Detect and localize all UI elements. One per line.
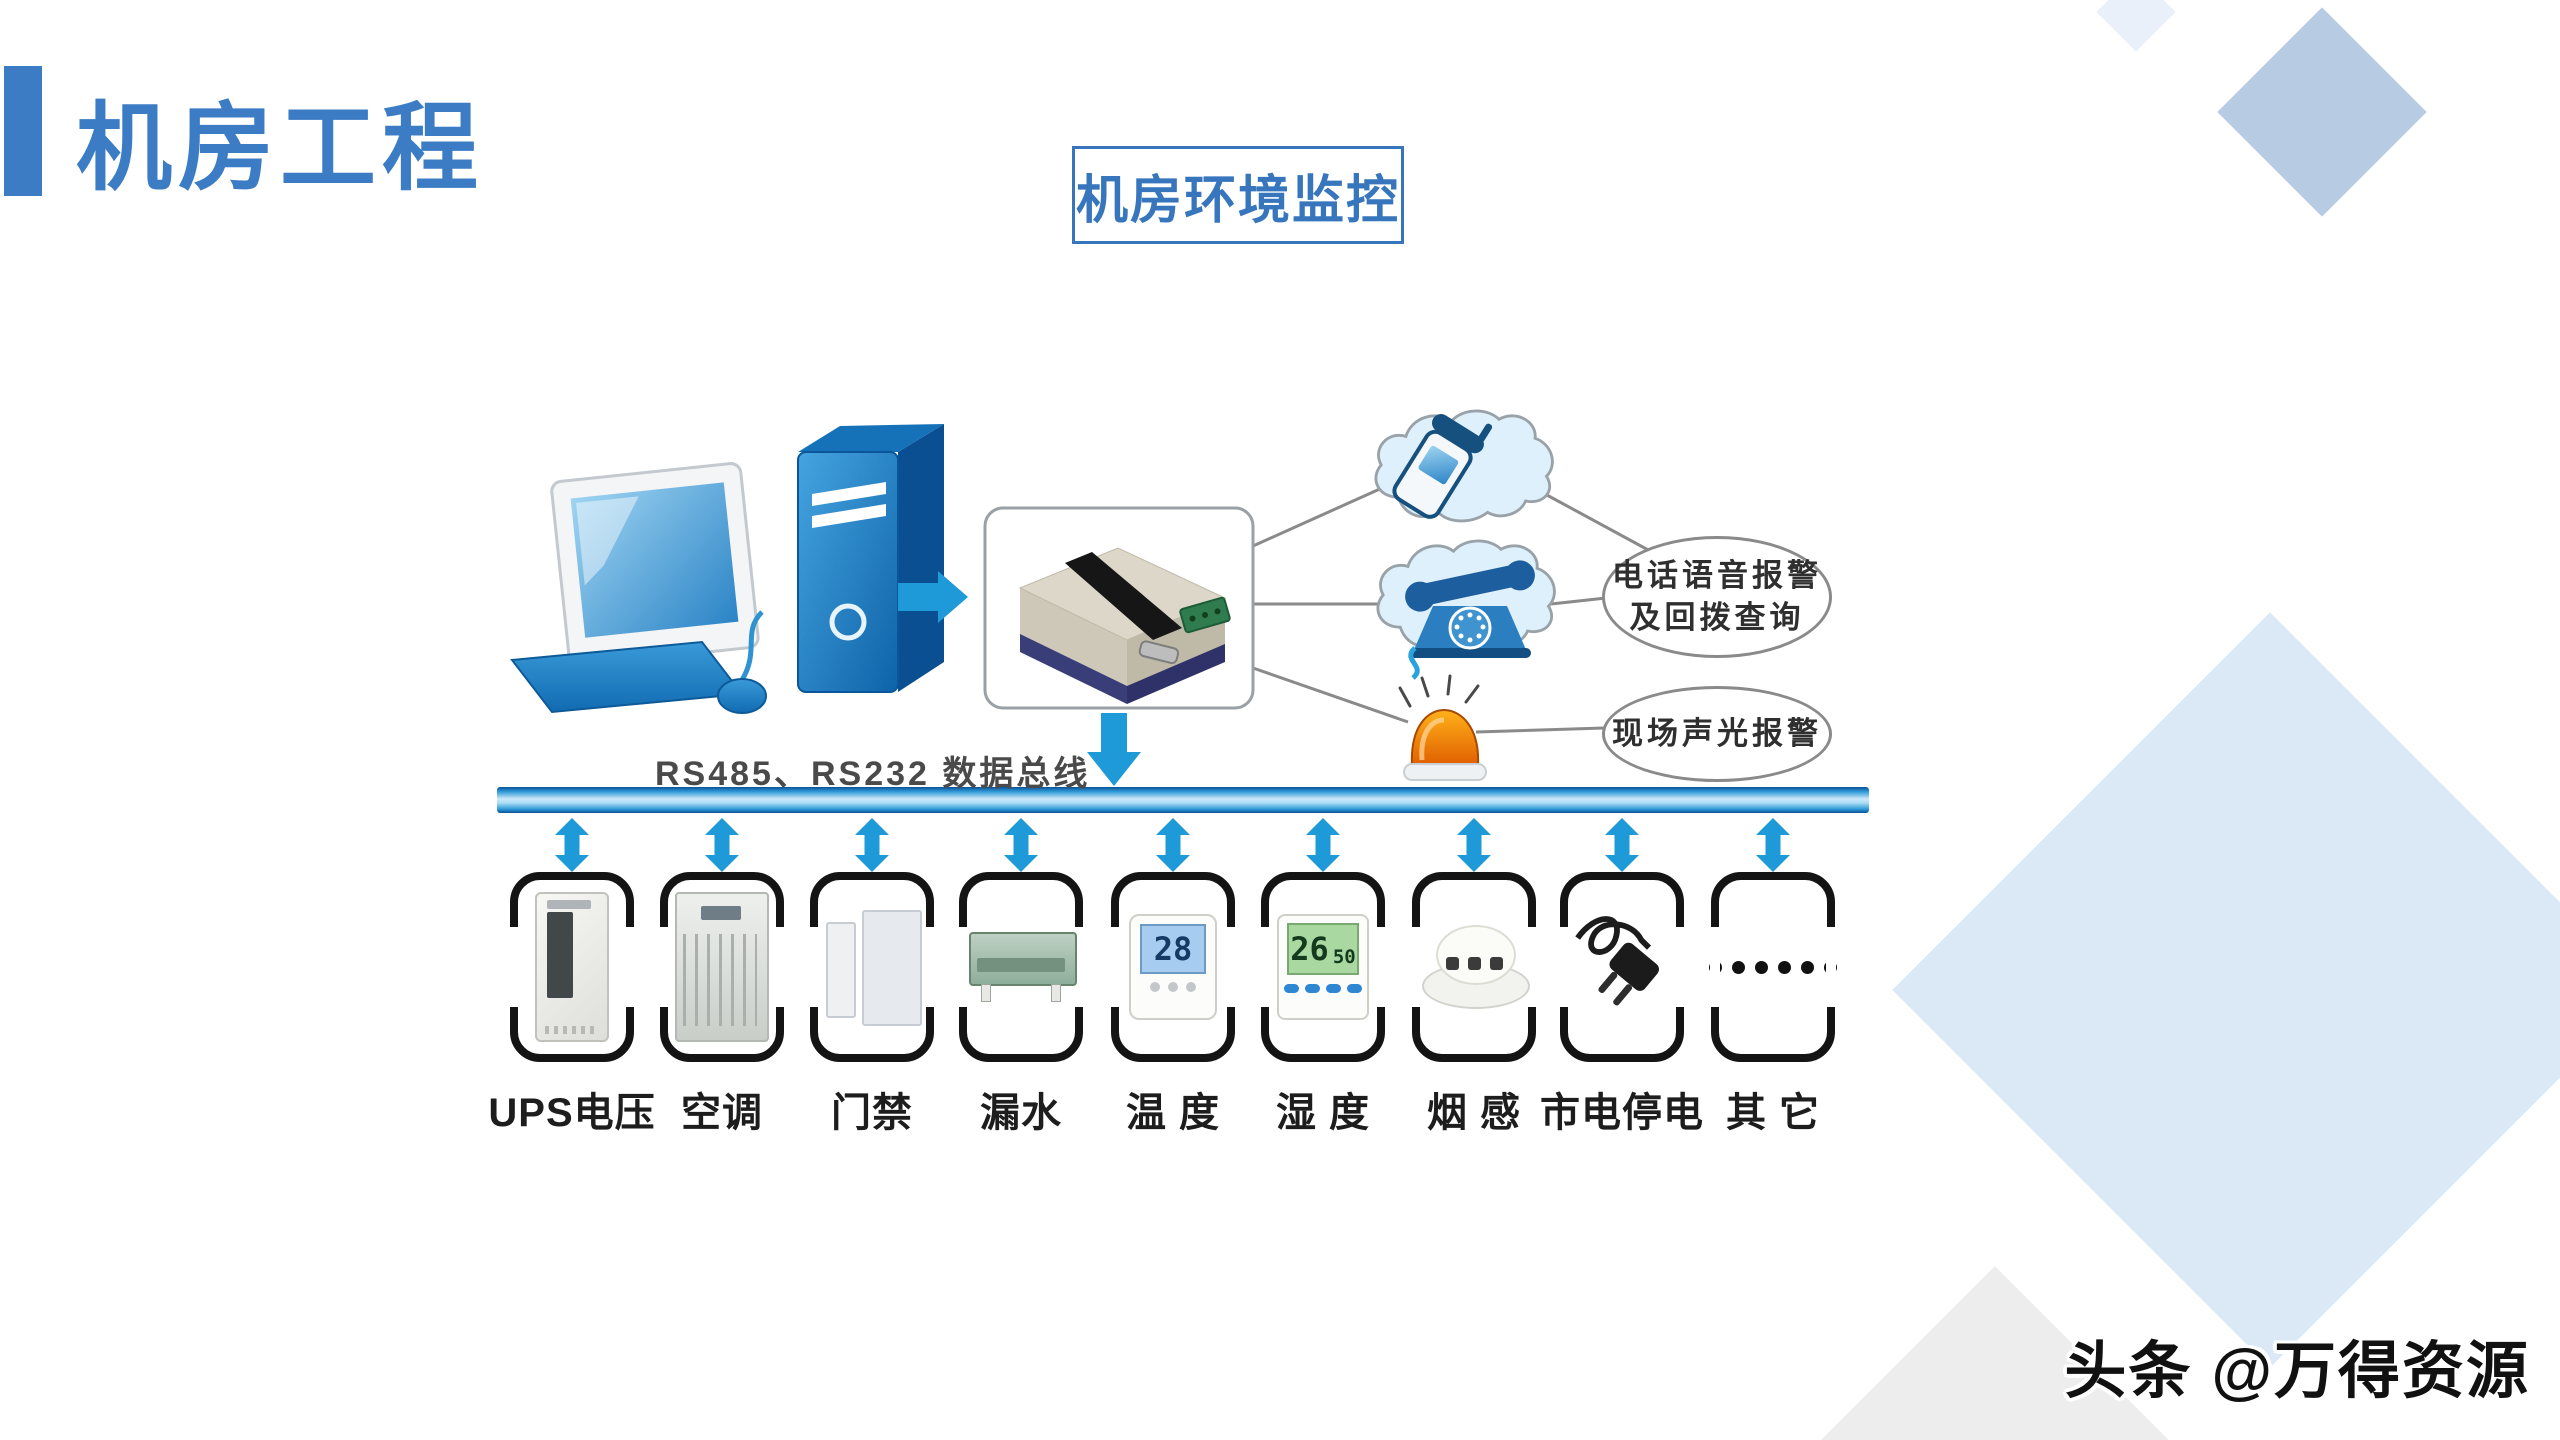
temperature-lcd: 28 xyxy=(1140,924,1206,974)
box-gap xyxy=(625,927,635,1007)
mobile-phone-cloud xyxy=(1374,409,1554,523)
device-box-temperature: 28 xyxy=(1110,872,1236,1062)
thermostat-icon: 28 xyxy=(1129,914,1217,1020)
smoke-detector-icon xyxy=(1422,925,1530,1009)
alarm-beacon-icon xyxy=(1398,674,1487,781)
device-box-mains-power xyxy=(1559,872,1685,1062)
ups-cabinet-icon xyxy=(535,892,609,1042)
device-box-ups xyxy=(509,872,635,1062)
device-label-access-control: 门禁 xyxy=(831,1091,913,1135)
humidity-controller-icon: 26 50 xyxy=(1277,914,1369,1020)
telephone-cloud xyxy=(1376,539,1556,680)
device-label-smoke: 烟 感 xyxy=(1426,1091,1522,1135)
device-box-humidity: 26 50 xyxy=(1260,872,1386,1062)
callout-line: 现场声光报警 xyxy=(1612,716,1822,751)
device-label-temperature: 温 度 xyxy=(1125,1091,1221,1135)
humidity-lcd: 26 50 xyxy=(1287,923,1359,975)
device-link-arrows xyxy=(555,818,1790,872)
device-box-water-leak xyxy=(958,872,1084,1062)
access-control-icon xyxy=(822,904,922,1030)
device-label-water-leak: 漏水 xyxy=(980,1091,1062,1135)
device-label-humidity: 湿 度 xyxy=(1275,1091,1371,1135)
ellipsis-dots-icon xyxy=(1709,960,1837,974)
watermark: 头条 @万得资源 xyxy=(2064,1337,2530,1406)
callout-phone-alarm: 电话语音报警 及回拨查询 xyxy=(1602,536,1832,658)
diagram-title-box: 机房环境监控 xyxy=(1072,146,1404,244)
device-box-air-conditioner xyxy=(659,872,785,1062)
callout-line: 及回拨查询 xyxy=(1629,600,1805,635)
down-arrow xyxy=(1087,713,1141,786)
callout-sound-light-alarm: 现场声光报警 xyxy=(1602,686,1832,782)
device-label-air-conditioner: 空调 xyxy=(681,1091,763,1135)
device-box-other xyxy=(1709,872,1837,1062)
right-arrow xyxy=(898,571,968,623)
device-label-ups: UPS电压 xyxy=(488,1091,656,1135)
device-box-access-control xyxy=(809,872,935,1062)
device-box-smoke xyxy=(1411,872,1537,1062)
air-conditioner-icon xyxy=(675,892,769,1042)
monitoring-host-unit xyxy=(983,506,1255,710)
monitoring-computer-illustration xyxy=(510,424,944,714)
power-plug-icon xyxy=(1575,916,1660,1006)
device-label-other: 其 它 xyxy=(1725,1091,1821,1135)
page-title: 机房工程 xyxy=(76,95,484,202)
title-accent-bar xyxy=(4,66,42,196)
water-leak-detector-icon xyxy=(969,932,1077,1002)
connector-lines xyxy=(1252,486,1653,734)
bus-label: RS485、RS232 数据总线 xyxy=(655,755,1091,793)
telephone-icon xyxy=(1405,560,1535,680)
mobile-phone-icon xyxy=(1392,414,1493,519)
callout-line: 电话语音报警 xyxy=(1612,558,1822,593)
device-label-mains-power: 市电停电 xyxy=(1540,1091,1704,1135)
box-gap xyxy=(509,927,519,1007)
data-bus-bar xyxy=(497,787,1869,813)
